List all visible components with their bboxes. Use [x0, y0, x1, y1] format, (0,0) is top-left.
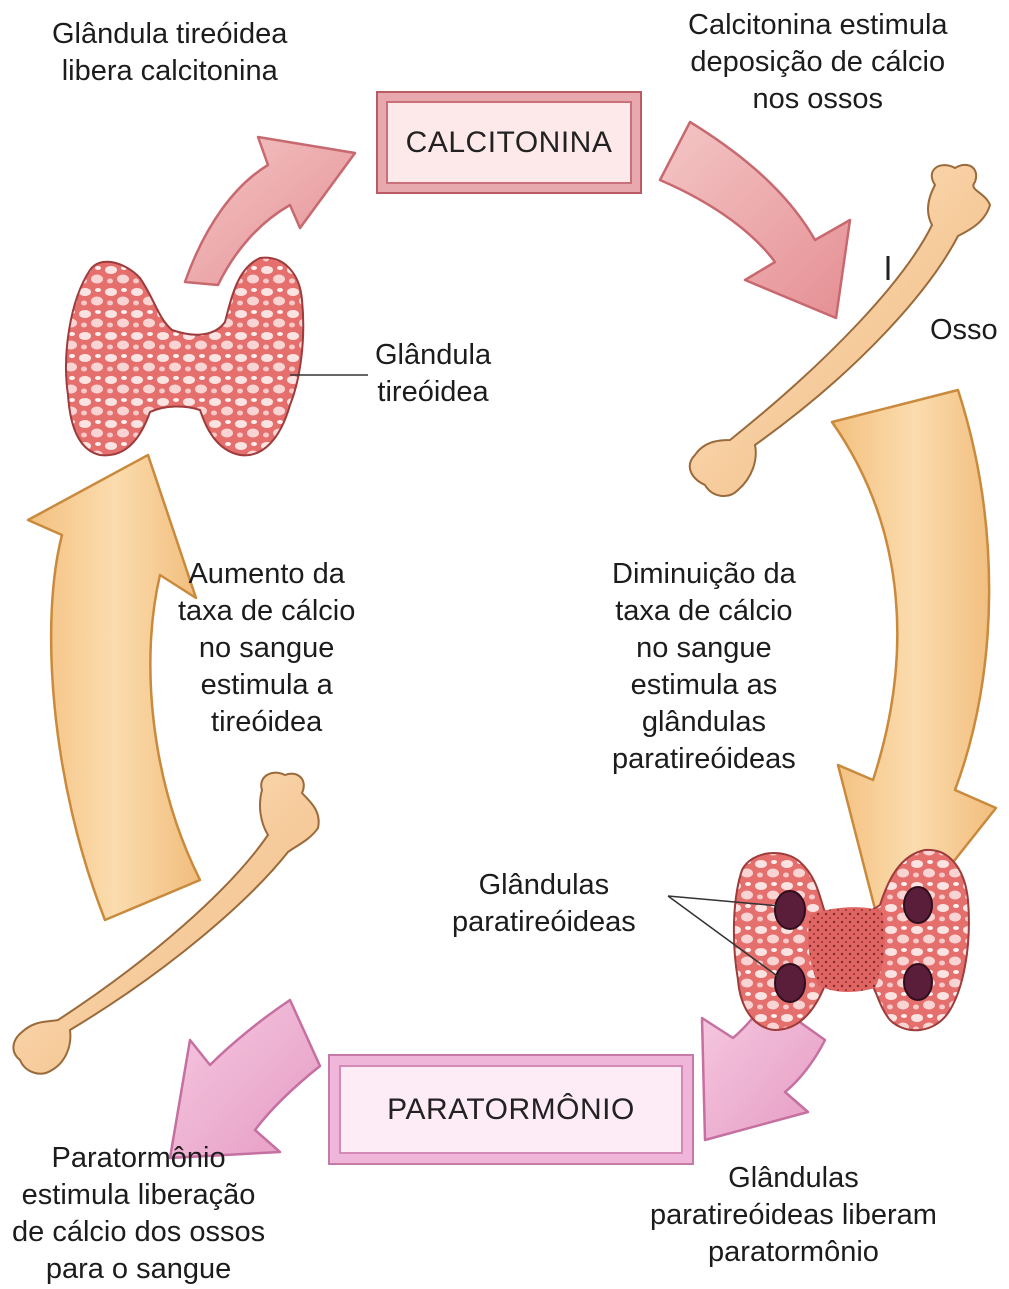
- caption-decrease-calcium: Diminuição da taxa de cálcio no sangue e…: [612, 556, 796, 778]
- thyroid-label: Glândula tireóidea: [375, 337, 491, 411]
- parathyroid-label: Glândulas paratireóideas: [452, 867, 636, 941]
- calcitonin-label: CALCITONINA: [406, 126, 613, 160]
- thyroid-gland: [66, 258, 303, 456]
- calcitonin-box: CALCITONINA: [378, 93, 640, 192]
- calcitonin-deposition-arrow: [660, 122, 850, 318]
- parathormone-box: PARATORMÔNIO: [330, 1056, 692, 1163]
- parathyroid-nodule: [775, 891, 805, 929]
- parathyroid-nodule: [904, 887, 932, 923]
- parathyroid-nodule: [904, 964, 932, 1000]
- caption-calcitonin-effect: Calcitonina estimula deposição de cálcio…: [688, 7, 948, 118]
- parathyroid-nodule: [775, 964, 805, 1002]
- caption-parathyroid-releases: Glândulas paratireóideas liberam parator…: [650, 1160, 937, 1271]
- calcium-increase-arrow: [28, 455, 200, 920]
- parathormone-label: PARATORMÔNIO: [387, 1093, 635, 1127]
- bone-label: Osso: [930, 312, 998, 349]
- caption-parathormone-effect: Paratormônio estimula liberação de cálci…: [12, 1140, 265, 1288]
- caption-thyroid-releases: Glândula tireóidea libera calcitonina: [52, 16, 287, 90]
- caption-increase-calcium: Aumento da taxa de cálcio no sangue esti…: [178, 556, 355, 741]
- parathyroid-glands: [734, 850, 969, 1030]
- parathormone-effect-arrow: [170, 1000, 320, 1158]
